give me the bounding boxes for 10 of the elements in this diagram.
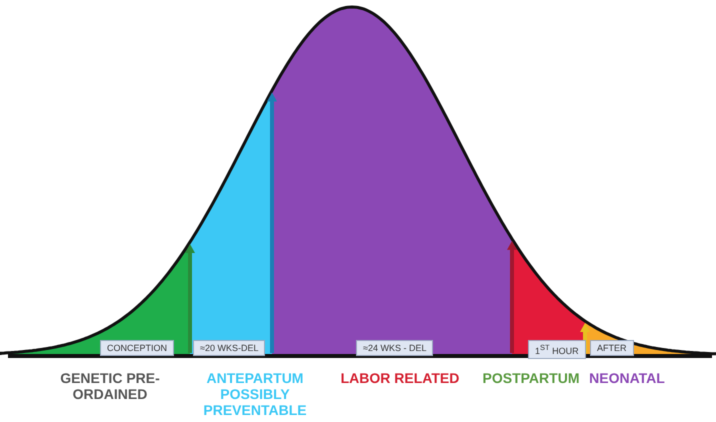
phase-caption: LABOR RELATED	[340, 370, 460, 386]
phase-caption: POSTPARTUM	[482, 370, 580, 386]
phase-caption: GENETIC PRE-ORDAINED	[59, 370, 161, 402]
stage-tag: ≈20 WKS-DEL	[193, 340, 266, 356]
phase-caption: NEONATAL	[588, 370, 666, 386]
stage-tag: 1$^{ST}$ HOUR	[528, 340, 586, 359]
stage-tag: ≈24 WKS - DEL	[356, 340, 434, 356]
phase-caption: ANTEPARTUM POSSIBLY PREVENTABLE	[202, 370, 308, 418]
stage-tag: CONCEPTION	[100, 340, 174, 356]
stage-tag: AFTER	[590, 340, 634, 356]
